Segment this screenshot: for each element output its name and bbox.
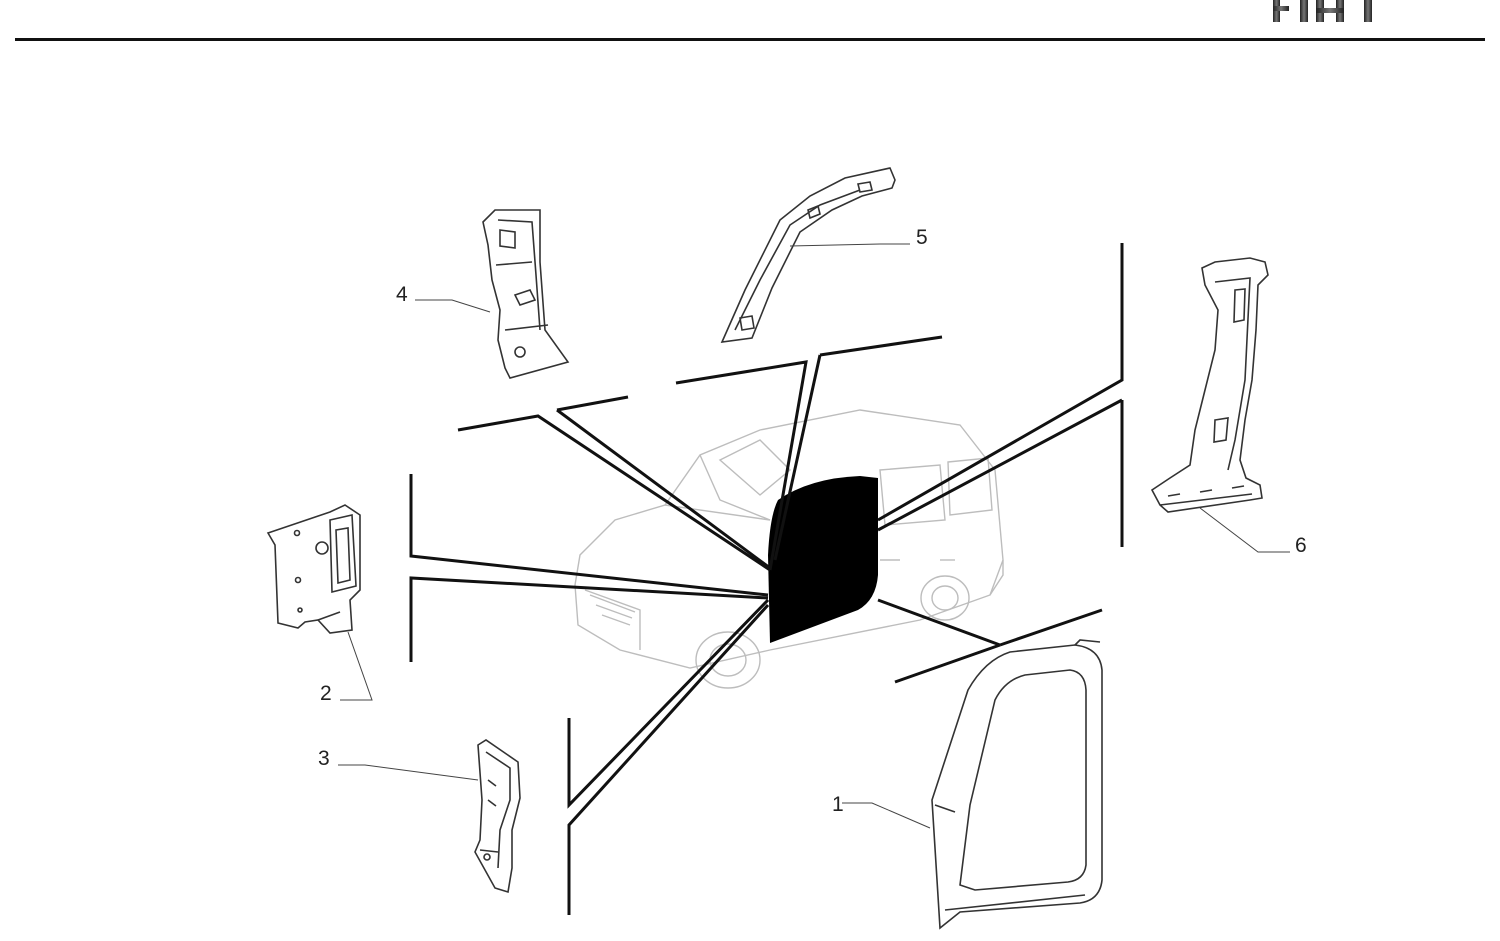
- part-1-door-frame: [931, 639, 1103, 930]
- callout-label-1: 1: [832, 793, 844, 816]
- part-6-b-pillar: [1150, 257, 1269, 513]
- fiat-logo-graphic: [1273, 0, 1372, 22]
- part-2-bracket: [266, 504, 361, 634]
- part-5-roof-rail: [720, 167, 896, 343]
- part-4-a-pillar-base: [482, 209, 570, 379]
- vehicle-outline: [574, 409, 1004, 689]
- callout-label-6: 6: [1295, 534, 1307, 557]
- callout-leaders: [338, 243, 1290, 829]
- callout-label-5: 5: [916, 226, 928, 249]
- door-opening-highlight: [768, 476, 878, 643]
- fiat-logo: [1270, 0, 1390, 24]
- callout-label-3: 3: [318, 747, 330, 770]
- callout-label-2: 2: [320, 682, 332, 705]
- callout-label-4: 4: [396, 283, 408, 306]
- leader-fan-lines: [409, 243, 1124, 915]
- part-3-lower-pillar: [474, 739, 521, 894]
- header-rule: [15, 38, 1485, 41]
